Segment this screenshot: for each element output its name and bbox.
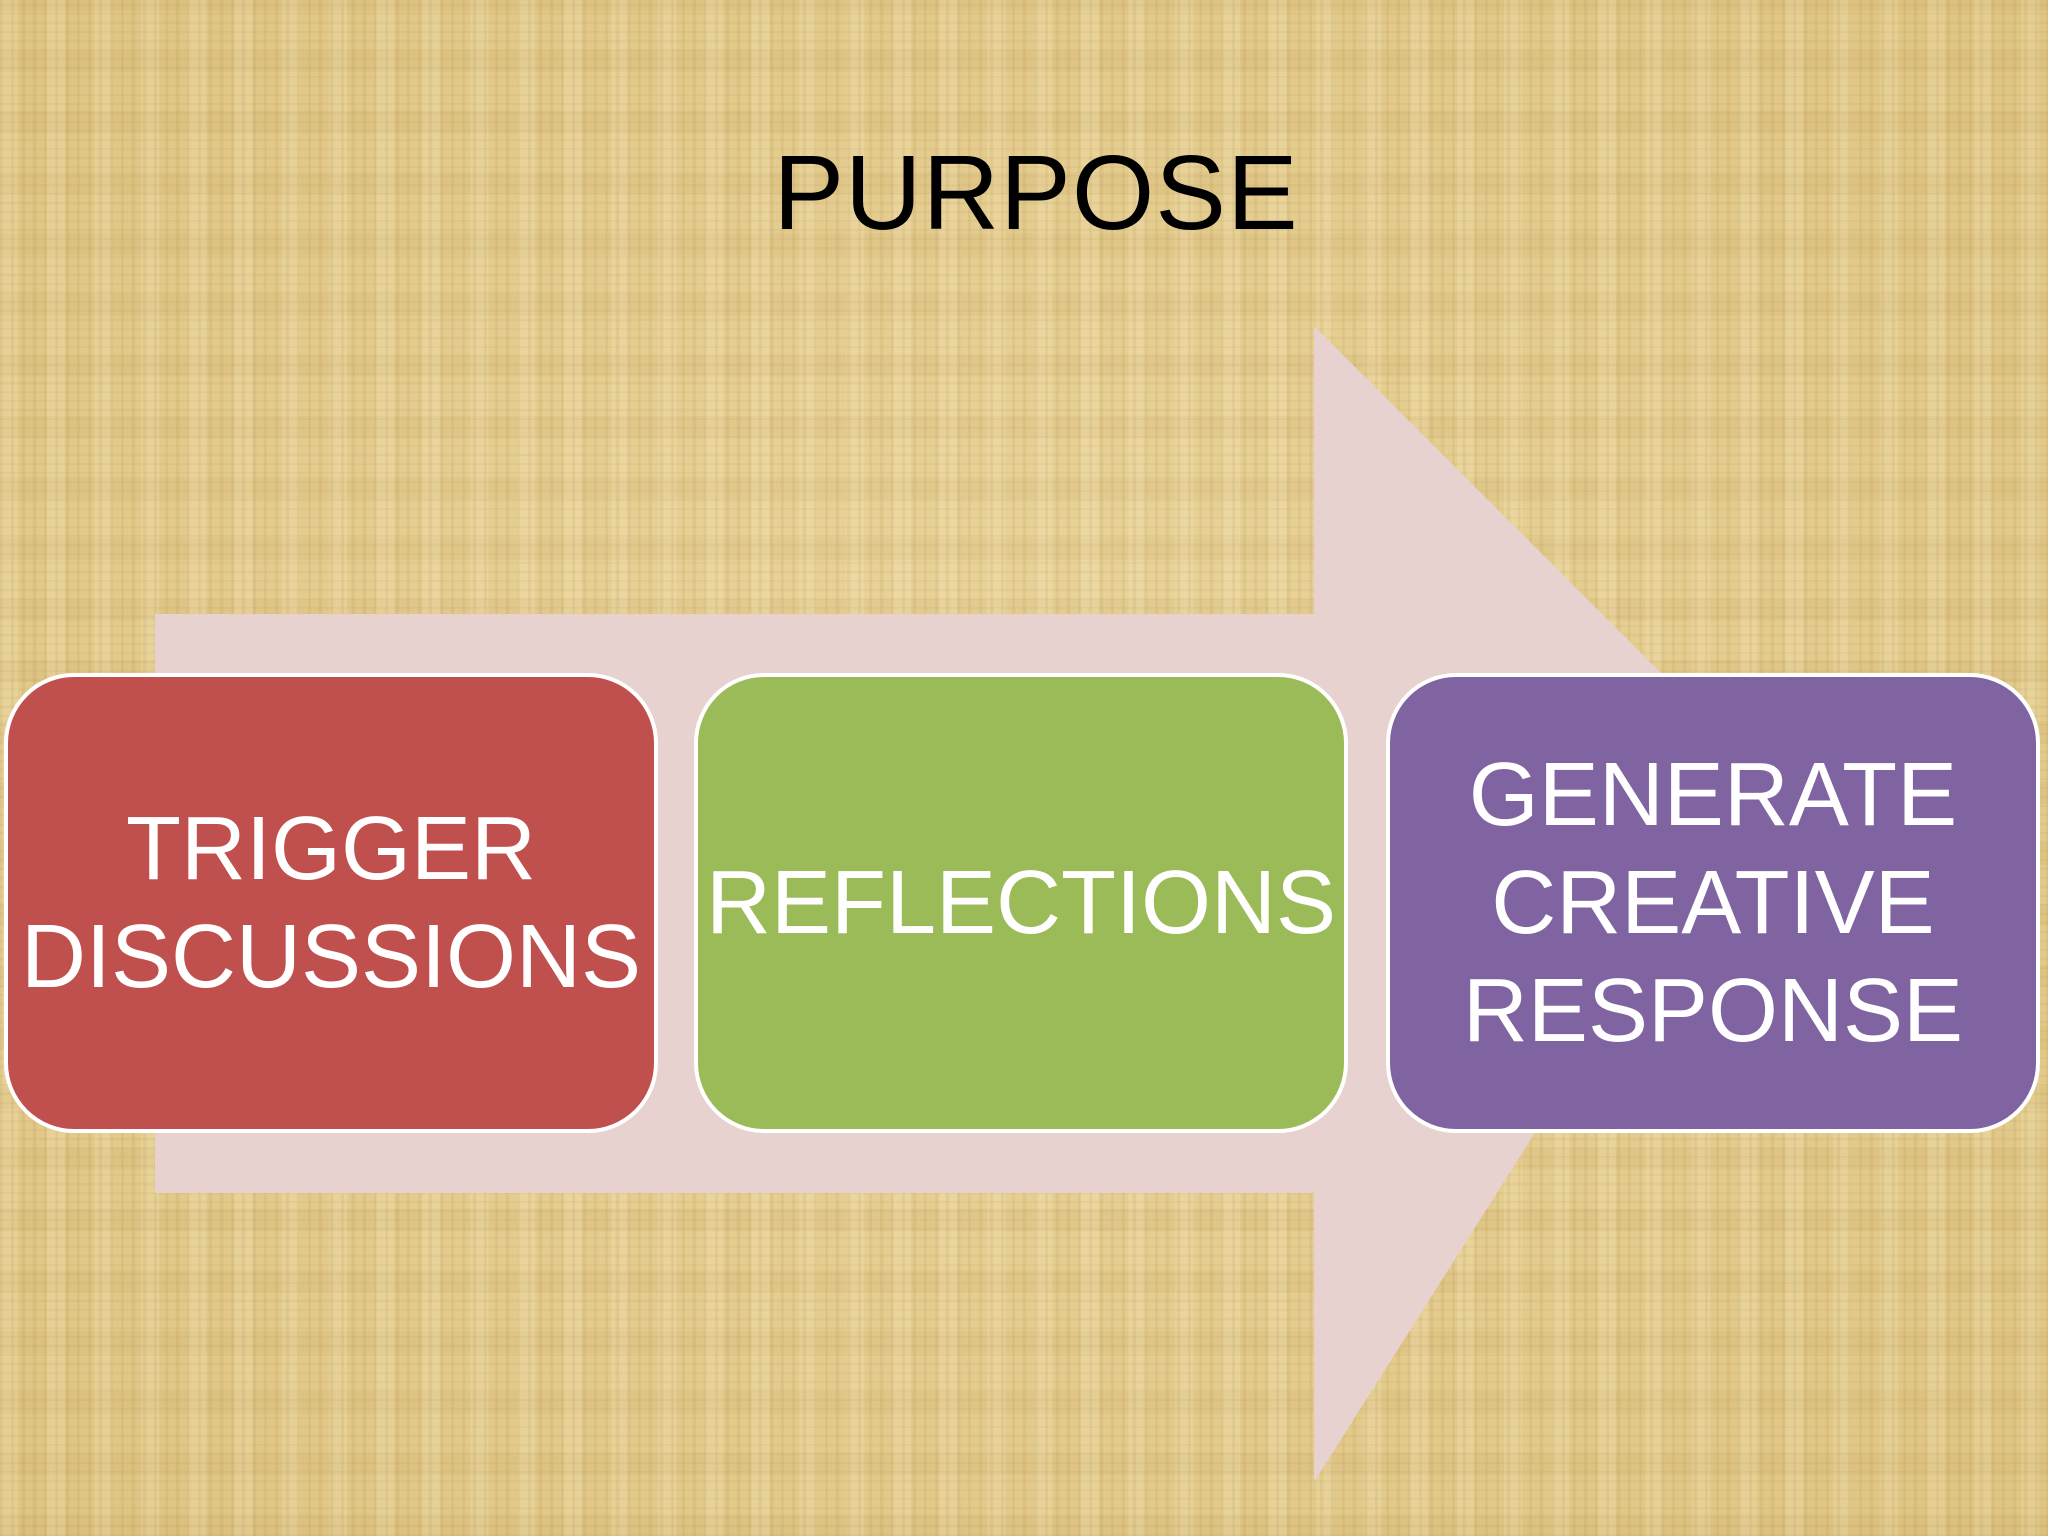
slide-title: PURPOSE bbox=[773, 134, 1299, 252]
step-generate-creative-response: GENERATE CREATIVE RESPONSE bbox=[1386, 673, 2040, 1133]
step-trigger-discussions: TRIGGER DISCUSSIONS bbox=[4, 673, 658, 1133]
step-reflections: REFLECTIONS bbox=[694, 673, 1348, 1133]
